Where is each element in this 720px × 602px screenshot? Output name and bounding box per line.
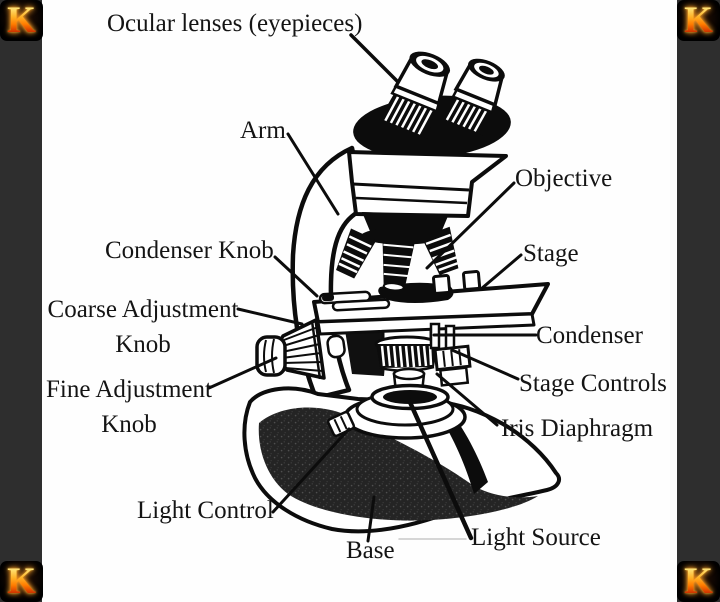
flame-k-logo-bottom-left: K <box>0 561 43 602</box>
label-line: Fine Adjustment <box>46 376 212 403</box>
stage-clip <box>461 269 482 291</box>
objective-right <box>421 226 459 276</box>
flame-k-icon: K <box>7 0 36 41</box>
leader-line-light-source <box>406 397 474 541</box>
stage-clip <box>431 273 452 295</box>
objective-center <box>382 232 417 292</box>
flame-k-icon: K <box>684 0 713 41</box>
leader-lines <box>207 33 538 543</box>
flame-k-icon: K <box>7 561 36 602</box>
label-coarse-adjustment-knob: Coarse Adjustment Knob <box>43 292 243 362</box>
flame-k-logo-top-left: K <box>0 0 43 41</box>
label-condenser-knob: Condenser Knob <box>105 237 274 264</box>
label-ocular-lenses: Ocular lenses (eyepieces) <box>107 10 363 37</box>
leader-line-coarse <box>236 307 304 326</box>
light-source-part <box>343 367 467 440</box>
leader-line-fine <box>207 356 278 390</box>
leader-line-objective <box>425 181 516 270</box>
stage-part <box>312 269 550 336</box>
label-light-source: Light Source <box>471 524 601 551</box>
leader-line-ocular-lenses <box>349 33 399 83</box>
label-line: Knob <box>101 411 157 438</box>
label-objective: Objective <box>515 165 613 192</box>
frame-bar-left <box>0 0 42 602</box>
leader-line-arm <box>286 132 340 216</box>
label-stage: Stage <box>523 240 579 267</box>
condenser-knob-tab <box>326 334 346 359</box>
flame-k-logo-top-right: K <box>677 0 720 41</box>
fine-knob-part <box>255 335 287 377</box>
flame-k-icon: K <box>684 561 713 602</box>
condenser-ring <box>374 335 440 372</box>
label-light-control: Light Control <box>137 497 274 524</box>
label-stage-controls: Stage Controls <box>519 370 667 397</box>
leader-line-stage-controls <box>450 348 520 381</box>
label-base: Base <box>346 537 395 564</box>
eyepiece-left <box>379 51 451 139</box>
leader-line-stage <box>479 253 523 291</box>
base-part <box>242 386 561 534</box>
leader-line-base <box>366 495 376 543</box>
label-arm: Arm <box>240 117 286 144</box>
eyepiece-right <box>441 58 505 137</box>
leader-line-light-control <box>271 427 351 514</box>
head-body <box>347 150 508 218</box>
under-stage-shadow <box>344 324 388 376</box>
label-line: Knob <box>115 331 171 358</box>
label-condenser: Condenser <box>536 322 643 349</box>
label-iris-diaphragm: Iris Diaphragm <box>501 415 654 442</box>
label-fine-adjustment-knob: Fine Adjustment Knob <box>36 372 222 442</box>
objective-left <box>336 228 377 279</box>
leader-line-condenser-knob <box>273 255 319 298</box>
base-shading <box>258 407 538 521</box>
flame-k-logo-bottom-right: K <box>677 561 720 602</box>
leader-line-iris <box>435 372 499 427</box>
frame-bar-right <box>677 0 720 602</box>
label-line: Coarse Adjustment <box>47 296 239 323</box>
